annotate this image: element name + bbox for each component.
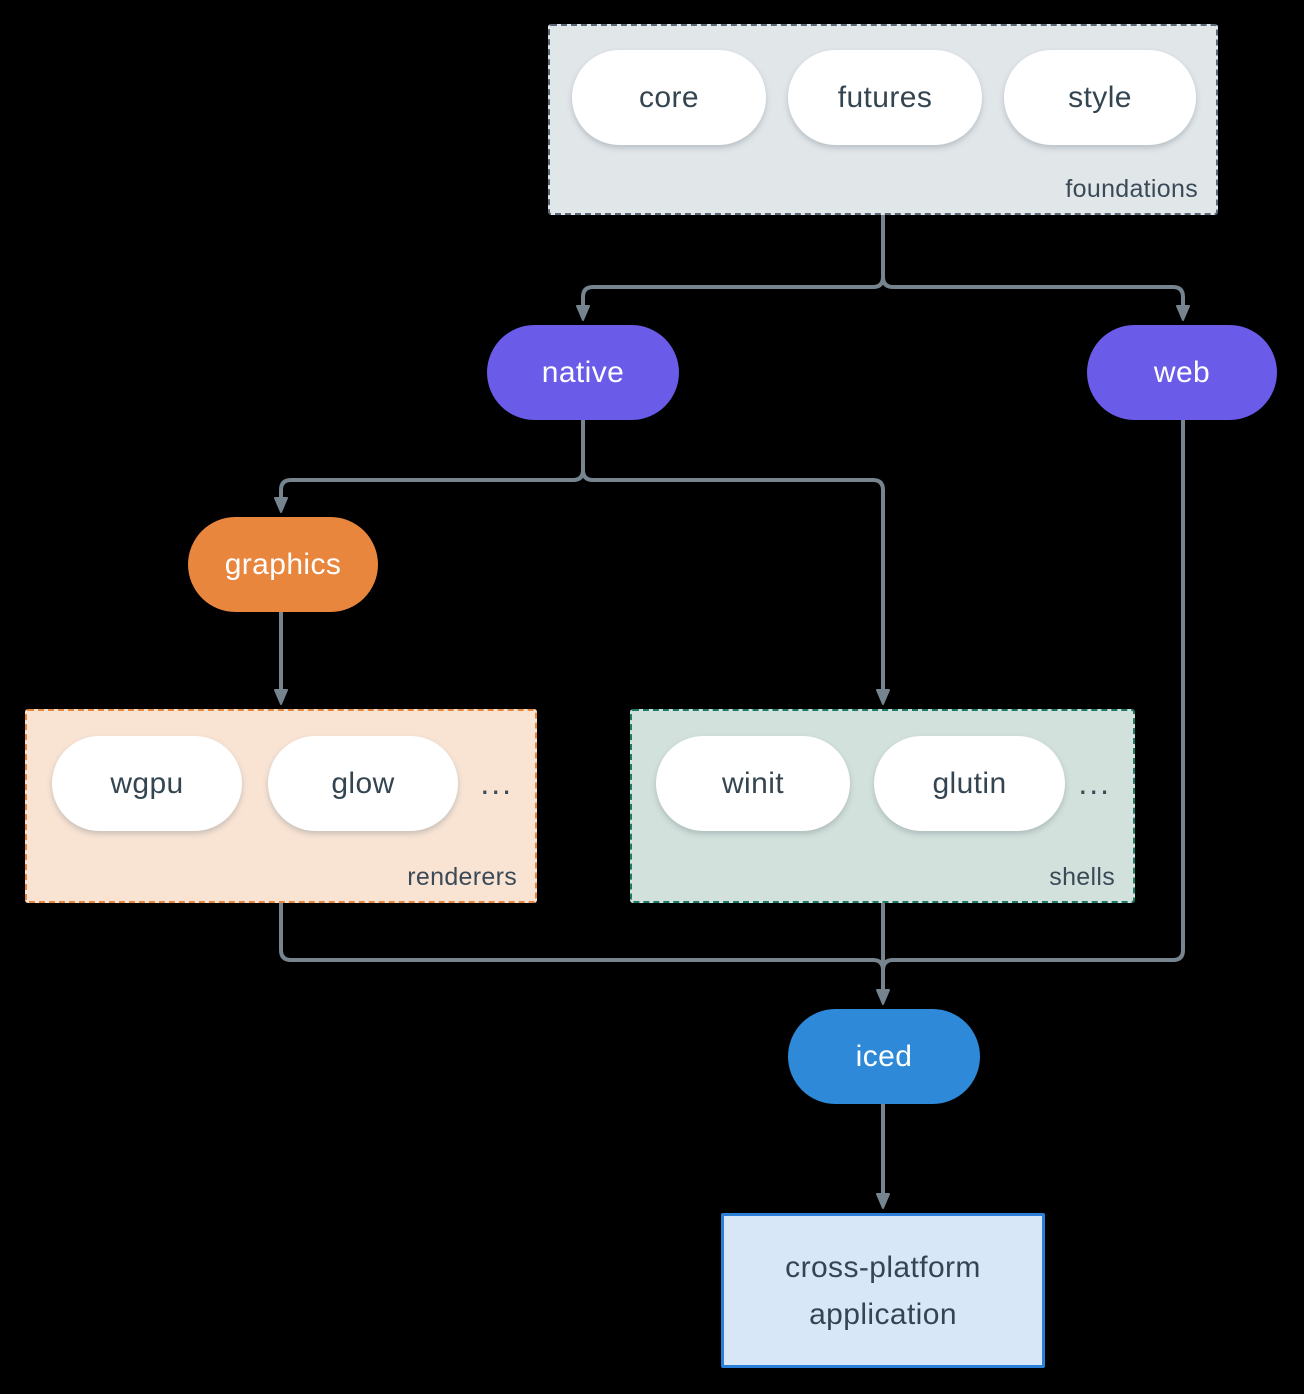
shells-ellipsis: ... xyxy=(1078,765,1111,801)
node-native: native xyxy=(487,325,679,420)
node-graphics: graphics xyxy=(188,517,378,612)
foundations-group-label: foundations xyxy=(1065,175,1198,203)
node-core: core xyxy=(572,50,766,145)
application-label-line1: cross-platform xyxy=(785,1250,981,1284)
edge-renderers-iced xyxy=(279,903,885,971)
node-glutin: glutin xyxy=(874,736,1065,831)
edge-foundations-native xyxy=(576,215,885,321)
shells-group-label: shells xyxy=(1049,863,1115,891)
renderers-ellipsis: ... xyxy=(480,765,513,801)
node-iced: iced xyxy=(788,1009,980,1104)
foundations-group: core futures style foundations xyxy=(548,24,1218,215)
shells-group: winit glutin ... shells xyxy=(630,709,1135,903)
node-glow: glow xyxy=(268,736,458,831)
node-cross-platform-application: cross-platform application xyxy=(721,1213,1045,1368)
edge-foundations-web xyxy=(881,215,1190,321)
node-style: style xyxy=(1004,50,1196,145)
node-wgpu: wgpu xyxy=(52,736,242,831)
node-web: web xyxy=(1087,325,1277,420)
edge-native-shells xyxy=(581,420,890,705)
renderers-group-label: renderers xyxy=(407,863,517,891)
node-futures: futures xyxy=(788,50,982,145)
application-label-line2: application xyxy=(809,1297,957,1331)
renderers-group: wgpu glow ... renderers xyxy=(25,709,537,903)
node-winit: winit xyxy=(656,736,850,831)
edge-native-graphics xyxy=(274,420,585,513)
